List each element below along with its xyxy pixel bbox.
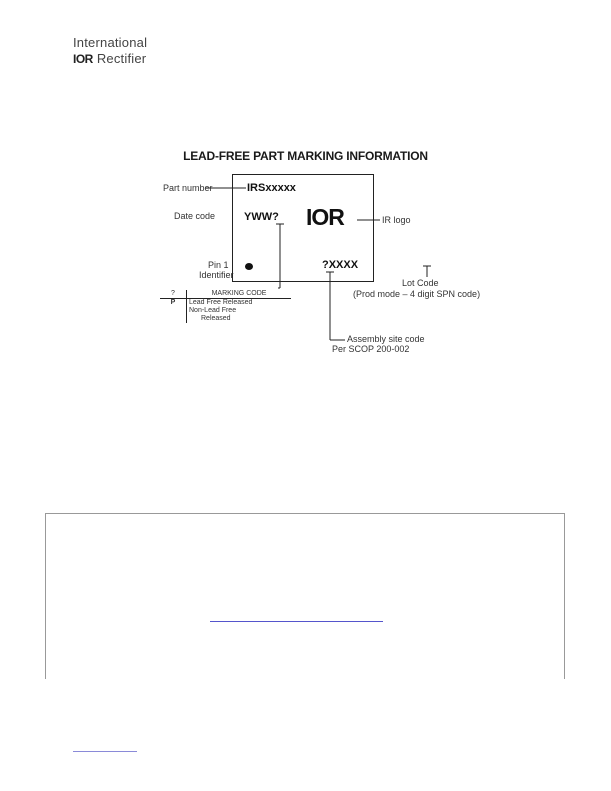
table-cell: Lead Free Released: [189, 299, 253, 306]
table-header-cell: ?: [160, 290, 187, 299]
footer-link-underline[interactable]: [73, 751, 137, 752]
company-header: International IOR Rectifier: [73, 35, 148, 67]
pin1-label: Pin 1: [208, 260, 229, 270]
pin1-dot-icon: [245, 263, 253, 270]
part-outline: [232, 174, 374, 282]
table-header-cell: MARKING CODE: [186, 290, 291, 299]
ior-logo-small-icon: IOR: [73, 51, 93, 66]
marking-code-table: ? MARKING CODE P Lead Free Released Non-…: [160, 290, 291, 323]
assembly-site-label: Assembly site code: [347, 334, 425, 344]
website-link[interactable]: [210, 611, 383, 622]
table-row: Non-Lead Free: [160, 307, 291, 315]
ir-logo-icon: IOR: [306, 204, 345, 230]
pin1-label-line2: Identifier: [199, 270, 234, 280]
table-cell: Released: [201, 315, 231, 322]
ir-logo-label: IR logo: [382, 215, 411, 225]
table-cell: Non-Lead Free: [189, 307, 237, 314]
table-cell: P: [160, 298, 187, 307]
date-code-value: YWW?: [244, 211, 279, 223]
lot-code-label: Lot Code: [402, 278, 439, 288]
company-name-line1: International: [73, 35, 148, 50]
part-number-value: IRSxxxxx: [247, 182, 296, 194]
table-row: Released: [160, 315, 291, 323]
part-number-label: Part number: [163, 183, 213, 193]
section-title: LEAD-FREE PART MARKING INFORMATION: [183, 149, 428, 163]
table-cell: [160, 307, 187, 315]
company-name-rectifier: Rectifier: [96, 51, 147, 66]
table-cell: [160, 315, 187, 323]
lot-value: ?XXXX: [322, 259, 359, 271]
table-header-row: ? MARKING CODE: [160, 290, 291, 299]
table-row: P Lead Free Released: [160, 298, 291, 307]
assembly-site-label-line2: Per SCOP 200-002: [332, 344, 410, 354]
lot-code-note: (Prod mode – 4 digit SPN code): [353, 289, 481, 299]
info-box: [45, 513, 565, 679]
company-name-line2: IOR Rectifier: [73, 51, 147, 66]
date-code-label: Date code: [174, 211, 216, 221]
